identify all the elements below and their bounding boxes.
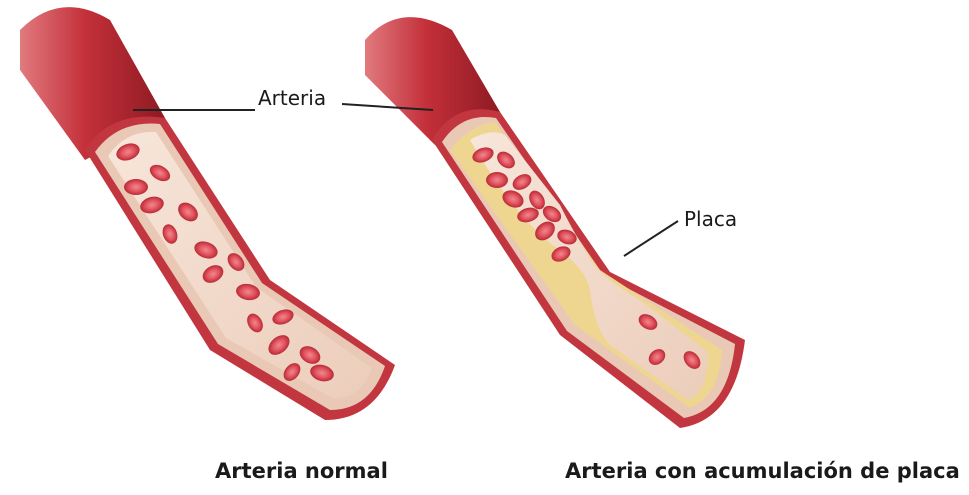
plaque-label: Placa — [684, 207, 737, 231]
normal-artery — [20, 7, 395, 420]
artery-label: Arteria — [258, 86, 326, 110]
placa-leader-line — [624, 221, 678, 256]
plaque-artery-lumen — [470, 132, 708, 400]
plaque-artery-caption: Arteria con acumulación de placa — [565, 459, 960, 483]
normal-artery-caption: Arteria normal — [215, 459, 388, 483]
red-blood-cell — [486, 172, 508, 188]
red-blood-cell — [124, 179, 148, 195]
